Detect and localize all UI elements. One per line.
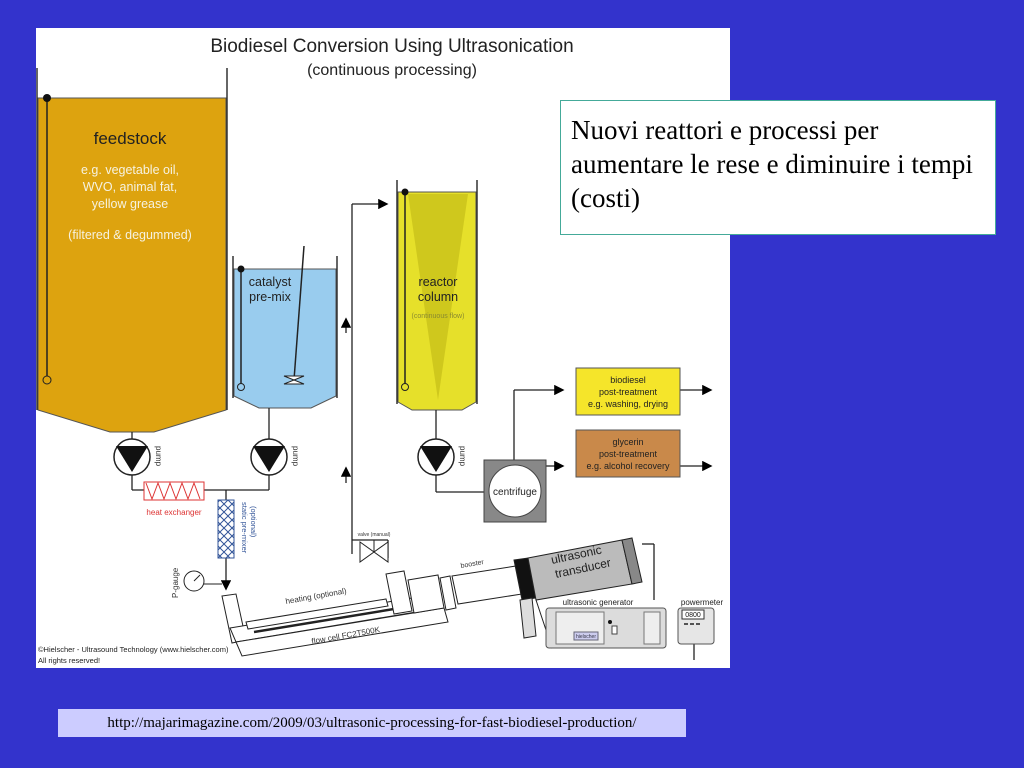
diagram-subtitle: (continuous processing) bbox=[307, 62, 477, 79]
generator-label: ultrasonic generator bbox=[563, 598, 634, 607]
pump-feedstock: pump bbox=[113, 438, 163, 476]
catalyst-label-2: pre-mix bbox=[249, 290, 291, 304]
generator-brand: hielscher bbox=[576, 634, 596, 640]
svg-text:pump: pump bbox=[154, 446, 163, 467]
valve: valve (manual) bbox=[358, 532, 391, 563]
glycerin-box bbox=[575, 429, 681, 478]
diagram-title: Biodiesel Conversion Using Ultrasonicati… bbox=[210, 36, 573, 57]
glycerin-label-3: e.g. alcohol recovery bbox=[586, 461, 670, 471]
glycerin-label-1: glycerin bbox=[612, 437, 643, 447]
diagram-svg: Biodiesel Conversion Using Ultrasonicati… bbox=[36, 36, 724, 665]
svg-text:pump: pump bbox=[458, 446, 467, 467]
heat-exchanger-label: heat exchanger bbox=[146, 508, 201, 517]
catalyst-tank bbox=[233, 268, 337, 409]
heating-label: heating (optional) bbox=[285, 586, 348, 606]
source-url[interactable]: http://majarimagazine.com/2009/03/ultras… bbox=[58, 709, 686, 737]
copyright-2: All rights reserved! bbox=[38, 656, 100, 665]
biodiesel-label-2: post-treatment bbox=[599, 387, 658, 397]
feedstock-desc-3: yellow grease bbox=[92, 197, 168, 211]
static-mixer-label-2: (optional) bbox=[249, 506, 258, 538]
svg-text:valve (manual): valve (manual) bbox=[358, 532, 391, 538]
feedstock-desc-2: WVO, animal fat, bbox=[83, 180, 177, 194]
powermeter-label: powermeter bbox=[681, 598, 724, 607]
static-mixer-label-1: static pre-mixer bbox=[240, 502, 249, 554]
pump-catalyst: pump bbox=[250, 438, 300, 476]
feedstock-label: feedstock bbox=[94, 129, 167, 148]
copyright-1: ©Hielscher - Ultrasound Technology (www.… bbox=[38, 645, 229, 654]
callout-text: Nuovi reattori e processi per aumentare … bbox=[560, 100, 996, 235]
feedstock-note: (filtered & degummed) bbox=[68, 228, 192, 242]
reactor-label-1: reactor bbox=[419, 275, 458, 289]
catalyst-label-1: catalyst bbox=[249, 275, 292, 289]
glycerin-label-2: post-treatment bbox=[599, 449, 658, 459]
booster-label: booster bbox=[460, 559, 485, 570]
flow-cell bbox=[221, 537, 643, 657]
biodiesel-label-3: e.g. washing, drying bbox=[588, 399, 668, 409]
biodiesel-box bbox=[575, 367, 681, 416]
p-gauge-label: P-gauge bbox=[171, 567, 180, 598]
svg-text:pump: pump bbox=[291, 446, 300, 467]
reactor-note: (continuous flow) bbox=[412, 313, 465, 320]
powermeter-value: 0800 bbox=[685, 612, 701, 619]
biodiesel-label-1: biodiesel bbox=[610, 375, 646, 385]
feedstock-desc-1: e.g. vegetable oil, bbox=[81, 163, 179, 177]
pump-reactor: pump bbox=[417, 438, 467, 476]
feedstock-tank bbox=[37, 97, 227, 433]
centrifuge-label: centrifuge bbox=[493, 487, 537, 498]
static-mixer bbox=[217, 499, 235, 559]
reactor-label-2: column bbox=[418, 290, 458, 304]
